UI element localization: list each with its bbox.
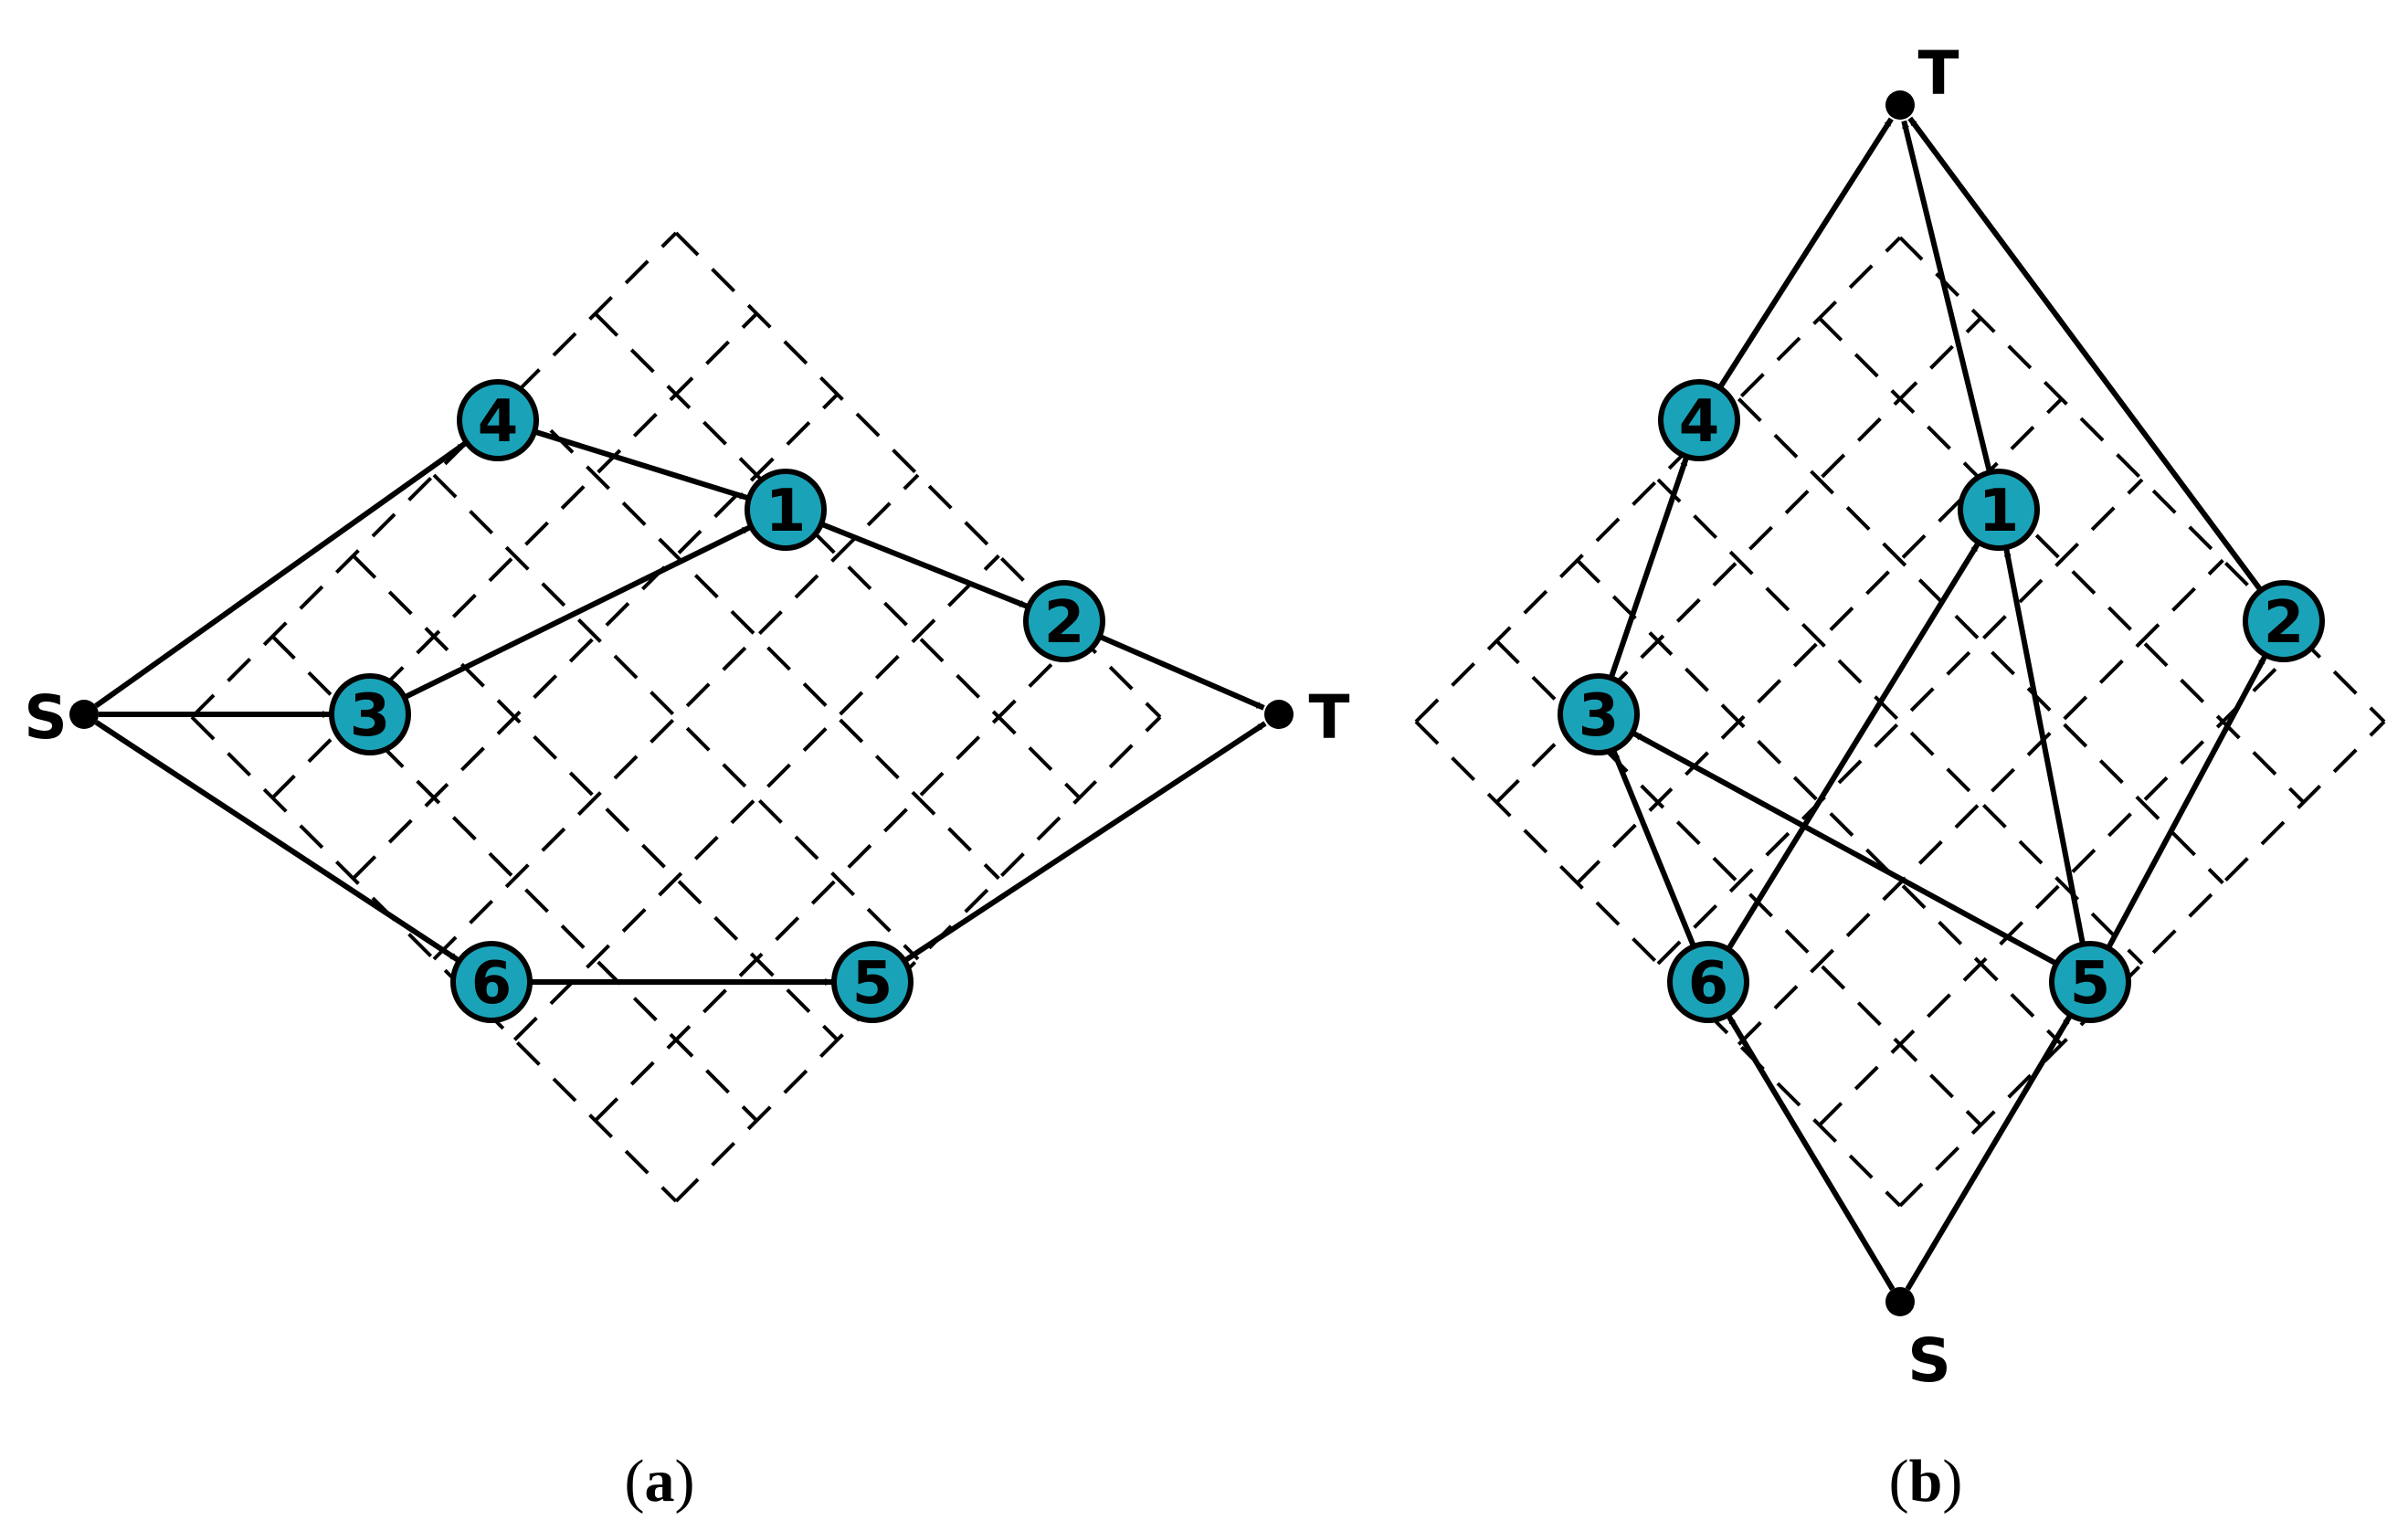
node-label: 5 [852,950,893,1018]
node-circle [1023,580,1105,662]
edge-6-to-3 [1611,750,1696,948]
node-label: 6 [1688,950,1729,1018]
grid-line [674,715,1162,1203]
edge-4-to-T [1717,117,1894,390]
node-4: 4 [457,379,539,461]
edge-S-to-4 [94,441,467,709]
terminal-t-label: T [1917,38,1959,109]
node-circle [745,469,827,551]
node-6: 6 [1667,941,1749,1023]
node-label: 4 [478,388,519,456]
edge-4-to-1 [533,428,748,501]
node-label: 4 [1679,388,1720,456]
edge-S-to-6 [94,720,459,963]
node-2: 2 [2243,580,2325,662]
node-circle [1558,673,1640,755]
edge-3-to-4 [1608,457,1689,680]
node-circle [1667,941,1749,1023]
node-3: 3 [1558,673,1640,755]
node-label: 6 [471,950,512,1018]
node-circle [1958,469,2040,551]
node-5: 5 [831,941,914,1023]
edge-5-to-T [903,721,1267,964]
grid-line [1656,478,2144,966]
edge-5-to-2 [2106,655,2267,950]
grid-line [512,554,1000,1041]
node-3: 3 [329,673,411,755]
node-circle [329,673,411,755]
node-label: 5 [2070,950,2111,1018]
edges-b [1608,116,2267,1291]
edge-1-to-T [1901,120,1992,473]
edge-5-to-3 [1632,731,2058,966]
node-label: 1 [766,478,807,545]
grid-line [432,473,920,961]
grid-line [1737,558,2224,1046]
node-circle [457,379,539,461]
node-circle [2243,580,2325,662]
edge-S-to-5 [1905,1015,2073,1291]
node-1: 1 [745,469,827,551]
node-label: 3 [1579,682,1620,750]
node-circle [450,941,533,1023]
grid-line [1656,478,2144,966]
nodes-b: S T 1 2 3 4 5 6 [1558,38,2325,1396]
grid-line [1737,397,2224,885]
grid-line [594,311,1082,799]
edge-2-to-T [1098,633,1265,711]
node-6: 6 [450,941,533,1023]
edge-5-to-1 [2003,548,2086,945]
grid-line [432,473,920,961]
terminal-s-label: S [24,682,68,753]
grid-line [512,393,1000,881]
node-4: 4 [1658,379,1740,461]
node-circle [2049,941,2131,1023]
node-label: 3 [350,682,391,750]
grid-line [1818,316,2306,804]
terminal-s-label: S [1907,1325,1951,1396]
terminal-s-dot [1885,1287,1915,1316]
grid-line [1898,720,2386,1208]
node-5: 5 [2049,941,2131,1023]
edge-S-to-6 [1727,1015,1896,1291]
node-label: 2 [1044,589,1085,657]
caption-b: (b) [1889,1448,1963,1515]
terminal-s-dot [69,700,99,729]
panel-a: S T 1 2 3 4 5 6 (a) [24,231,1350,1515]
node-1: 1 [1958,469,2040,551]
edge-3-to-1 [403,524,751,701]
terminal-t-dot [1885,90,1915,120]
edges-a [94,428,1267,986]
node-label: 1 [1979,478,2020,545]
nodes-a: S T 1 2 3 4 5 6 [24,379,1350,1023]
edge-1-to-2 [819,521,1029,609]
terminal-t-dot [1264,700,1294,729]
caption-a: (a) [625,1448,695,1515]
edge-2-to-T [1907,116,2264,593]
node-2: 2 [1023,580,1105,662]
panel-b: S T 1 2 3 4 5 6 (b) [1414,38,2386,1515]
node-circle [1658,379,1740,461]
terminal-t-label: T [1308,682,1349,753]
node-label: 2 [2264,589,2305,657]
node-circle [831,941,914,1023]
edge-6-to-1 [1726,542,1980,951]
